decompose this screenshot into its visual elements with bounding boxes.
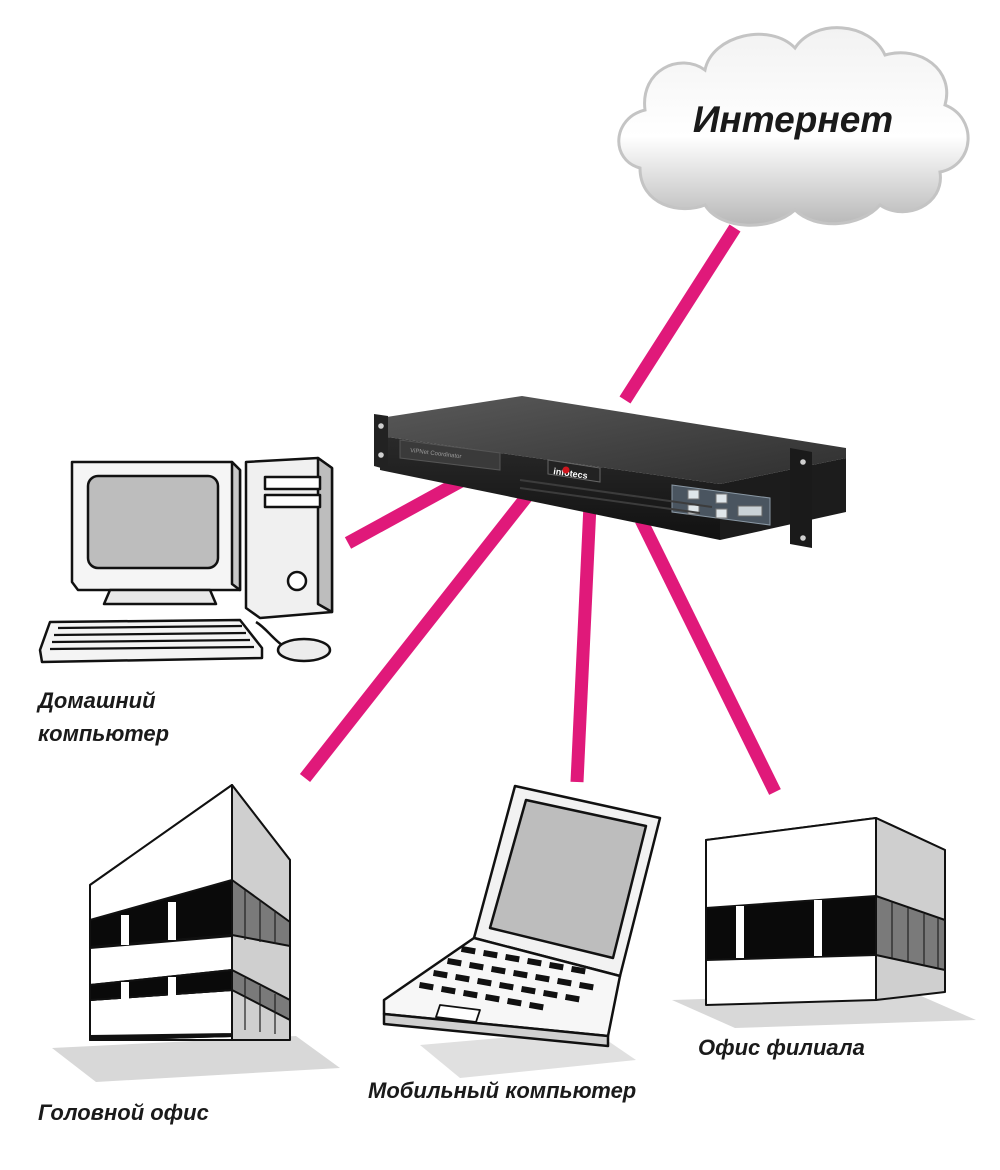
link-branch-office	[635, 517, 781, 795]
link-laptop	[570, 504, 597, 783]
serial-port	[737, 505, 763, 517]
desktop-computer-icon	[38, 456, 334, 664]
router-device: ViPNet Coordinator infotecs	[374, 396, 846, 548]
network-links	[299, 224, 781, 795]
home-pc-label-line2: компьютер	[38, 721, 169, 746]
internet-label: Интернет	[693, 99, 893, 140]
head-office-building-icon	[52, 784, 340, 1082]
link-head-office	[299, 490, 534, 783]
internet-cloud-icon: Интернет	[617, 26, 970, 227]
device-brand-logo: infotecs	[553, 466, 589, 481]
head-office-label: Головной офис	[38, 1100, 209, 1125]
link-internet	[619, 224, 741, 404]
home-pc-label-line1: Домашний	[36, 688, 156, 713]
laptop-label: Мобильный компьютер	[368, 1078, 636, 1103]
link-home-pc	[344, 474, 467, 549]
branch-office-label: Офис филиала	[698, 1035, 865, 1060]
branch-office-building-icon	[672, 817, 976, 1028]
laptop-icon	[382, 784, 662, 1078]
